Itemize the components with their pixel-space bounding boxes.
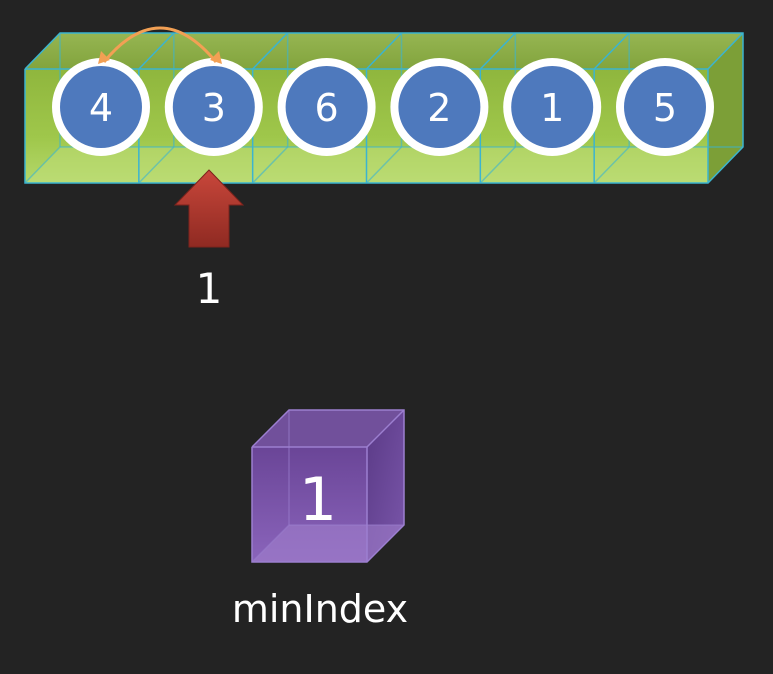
min-index-value: 1 [299, 465, 337, 535]
array-element-disc [285, 66, 368, 148]
array-element-value: 4 [89, 86, 113, 130]
array-box-side [708, 33, 743, 183]
array-cell-divider [479, 32, 516, 70]
array-cell-divider [593, 146, 630, 184]
array-element: 5 [616, 58, 714, 156]
array-element: 6 [277, 58, 376, 156]
array-element-value: 1 [540, 86, 564, 130]
array-element-disc [172, 66, 255, 148]
current-pointer-label: 1 [196, 264, 223, 313]
array-cell-divider [365, 146, 403, 184]
array-cell-divider [252, 146, 289, 184]
swap-arrow [98, 26, 222, 64]
array-cell-divider [365, 32, 403, 70]
array-cell-divider [138, 32, 175, 70]
array-cell-divider [252, 32, 289, 70]
array-element-value: 6 [315, 86, 339, 130]
array-element-disc [624, 66, 706, 148]
array-element: 1 [503, 58, 602, 156]
array-cell-divider [593, 32, 630, 70]
array-element: 3 [164, 58, 263, 156]
array-cell-divider [138, 146, 175, 184]
array-element-disc [511, 66, 594, 148]
array-element-value: 3 [202, 86, 226, 130]
array-element-disc [60, 66, 142, 148]
min-index-label: minIndex [232, 587, 408, 631]
array-element-value: 2 [427, 86, 451, 130]
array-element-value: 5 [653, 86, 677, 130]
array-values: 4 3 6 2 1 5 [52, 58, 714, 156]
current-pointer-arrow [173, 169, 245, 248]
array-element: 2 [390, 58, 489, 156]
array-cell-divider [479, 146, 516, 184]
array-element: 4 [52, 58, 150, 156]
array-element-disc [398, 66, 481, 148]
min-index-box [251, 409, 405, 563]
